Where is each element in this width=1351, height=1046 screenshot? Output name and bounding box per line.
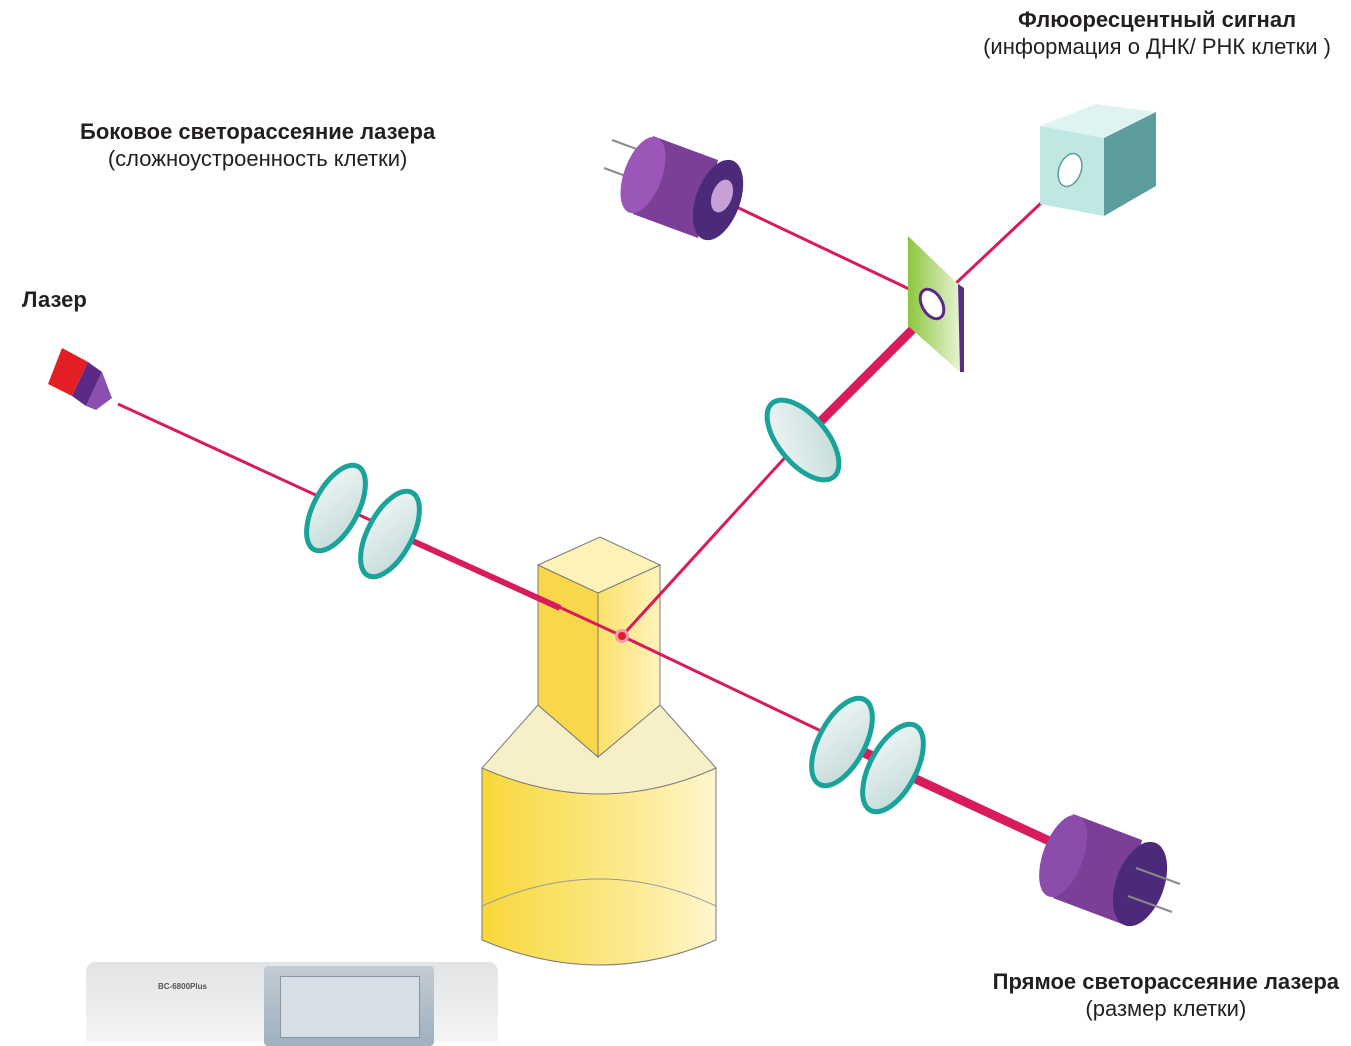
lens-icon	[860, 721, 926, 815]
fluorescence-signal-subtitle: (информация о ДНК/ РНК клетки )	[983, 34, 1331, 59]
fluorescence-detector-icon	[1040, 104, 1156, 216]
laser-source-icon	[48, 348, 112, 410]
fluorescence-signal-title: Флюоресцентный сигнал	[1018, 7, 1297, 32]
lens-icon	[764, 397, 842, 483]
side-scatter-beam	[620, 450, 792, 638]
lens-icon	[809, 695, 875, 789]
analyzer-device-image: BC-6800Plus	[86, 962, 498, 1046]
forward-scatter-label: Прямое светорассеяние лазера (размер кле…	[993, 968, 1339, 1022]
lens-icon	[304, 462, 368, 554]
side-scatter-title: Боковое светорассеяние лазера	[80, 119, 436, 144]
device-model-label: BC-6800Plus	[158, 982, 207, 991]
cell-dot	[615, 629, 629, 643]
laser-label: Лазер	[22, 286, 87, 313]
device-screen	[280, 976, 420, 1038]
flow-cell	[481, 536, 717, 966]
forward-scatter-title: Прямое светорассеяние лазера	[992, 969, 1339, 994]
laser-title: Лазер	[22, 287, 87, 312]
dichroic-filter-icon	[908, 236, 964, 372]
forward-scatter-subtitle: (размер клетки)	[1085, 996, 1247, 1021]
fluorescence-signal-label: Флюоресцентный сигнал (информация о ДНК/…	[983, 6, 1331, 60]
side-scatter-label: Боковое светорассеяние лазера (сложноуст…	[80, 118, 435, 172]
side-scatter-subtitle: (сложноустроенность клетки)	[107, 146, 408, 171]
side-scatter-detector-icon	[603, 136, 744, 241]
reflected-beam	[725, 200, 929, 300]
forward-scatter-detector-icon	[1039, 814, 1181, 927]
lens-icon	[358, 488, 422, 580]
